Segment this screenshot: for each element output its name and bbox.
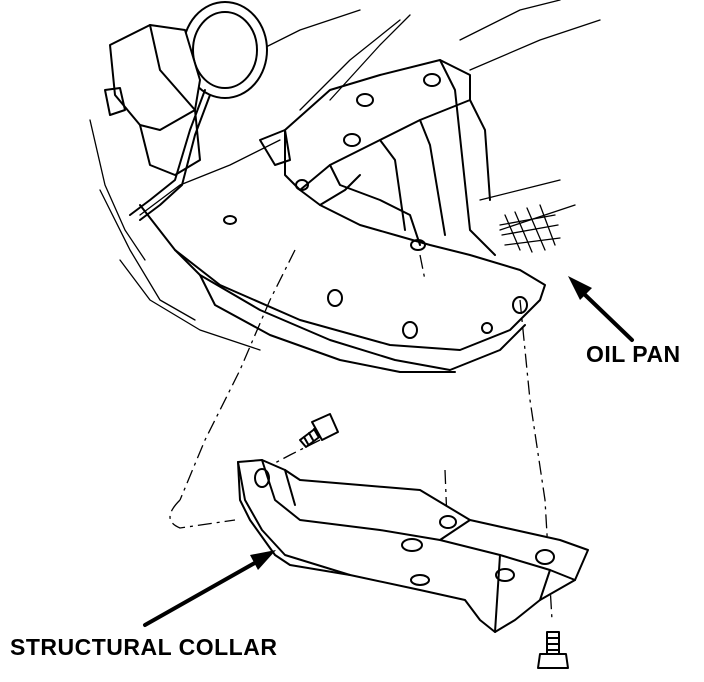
oil-pan [139, 59, 546, 373]
oil-pan-label: OIL PAN [586, 341, 681, 367]
oil-pan-arrow [568, 276, 634, 342]
collar-arrow [143, 550, 276, 627]
engine-block [89, 0, 601, 351]
lower-bolt [537, 631, 569, 669]
structural-collar-label: STRUCTURAL COLLAR [10, 634, 278, 660]
structural-collar-part [237, 459, 589, 633]
upper-bolt [299, 413, 339, 448]
oil-filter-assembly [104, 1, 268, 221]
